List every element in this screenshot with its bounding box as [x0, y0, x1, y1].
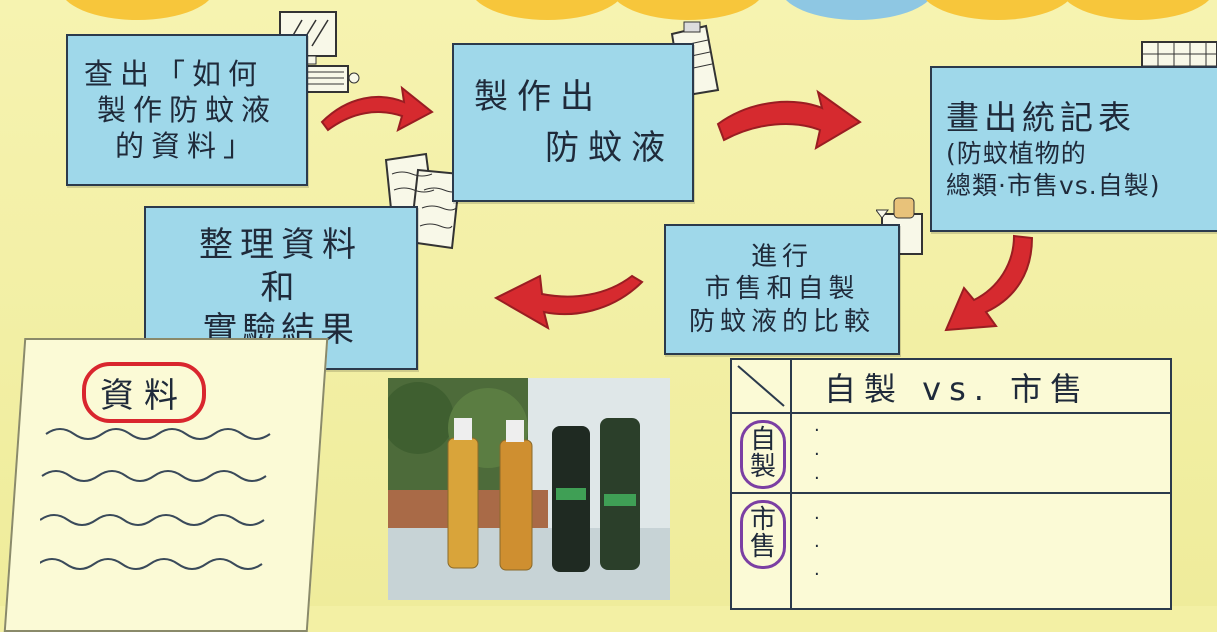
- step-text-line: 整理資料: [199, 225, 363, 266]
- flow-arrow-icon: [320, 85, 434, 132]
- step-text-line: 防蚊液的比較: [688, 306, 875, 337]
- step-text-line: 市售和自製: [704, 274, 860, 305]
- table-corner-slash: [737, 365, 785, 407]
- table-divider: [732, 412, 1170, 414]
- row-bullet: ·: [814, 508, 820, 529]
- table-divider: [790, 360, 792, 608]
- row-bullet: ·: [814, 564, 820, 585]
- step-compare: 進行 市售和自製 防蚊液的比較: [664, 224, 900, 355]
- row-bullet: ·: [814, 420, 820, 441]
- bottles-illustration: [388, 378, 670, 600]
- step-text-line: 總類·市售vs.自製): [946, 170, 1161, 200]
- step-text-line: 進行: [750, 241, 813, 272]
- top-decoration-circle: [610, 0, 765, 20]
- flow-arrow-icon: [944, 234, 1034, 332]
- top-decoration-circle: [60, 0, 215, 20]
- document-scribble-lines: [40, 428, 271, 570]
- top-decoration-circle: [470, 0, 625, 20]
- row-label-homemade: 自製: [740, 420, 786, 489]
- top-decoration-circle: [1060, 0, 1215, 20]
- comparison-table: 自製 vs. 市售 自製 · · · 市售 · · ·: [730, 358, 1172, 610]
- row-bullet: ·: [814, 536, 820, 557]
- step-text-line: 防蚊液: [545, 127, 674, 168]
- table-divider: [732, 492, 1170, 494]
- top-decoration-circle: [920, 0, 1075, 20]
- document-label: 資料: [82, 362, 206, 423]
- row-bullet: ·: [814, 468, 820, 489]
- flow-arrow-icon: [493, 274, 644, 331]
- step-make-repellent: 製作出 防蚊液: [452, 43, 694, 202]
- step-text-line: 的資料」: [114, 129, 259, 164]
- repellent-bottles-photo: [388, 378, 670, 600]
- step-text-line: 查出「如何: [84, 56, 265, 91]
- step-find-recipe: 查出「如何 製作防蚊液 的資料」: [66, 34, 308, 186]
- row-label-commercial: 市售: [740, 500, 786, 569]
- step-text-line: 製作出: [474, 77, 603, 117]
- flow-arrow-icon: [716, 89, 862, 151]
- step-draw-chart: 畫出統記表 (防蚊植物的 總類·市售vs.自製): [930, 66, 1217, 232]
- top-decoration-circle: [780, 0, 935, 20]
- row-bullet: ·: [814, 444, 820, 465]
- step-text-line: 和: [260, 267, 302, 308]
- table-header: 自製 vs. 市售: [824, 370, 1091, 408]
- step-text-line: (防蚊植物的: [946, 139, 1087, 169]
- step-text-line: 製作防蚊液: [96, 92, 277, 127]
- step-text-line: 畫出統記表: [946, 98, 1136, 138]
